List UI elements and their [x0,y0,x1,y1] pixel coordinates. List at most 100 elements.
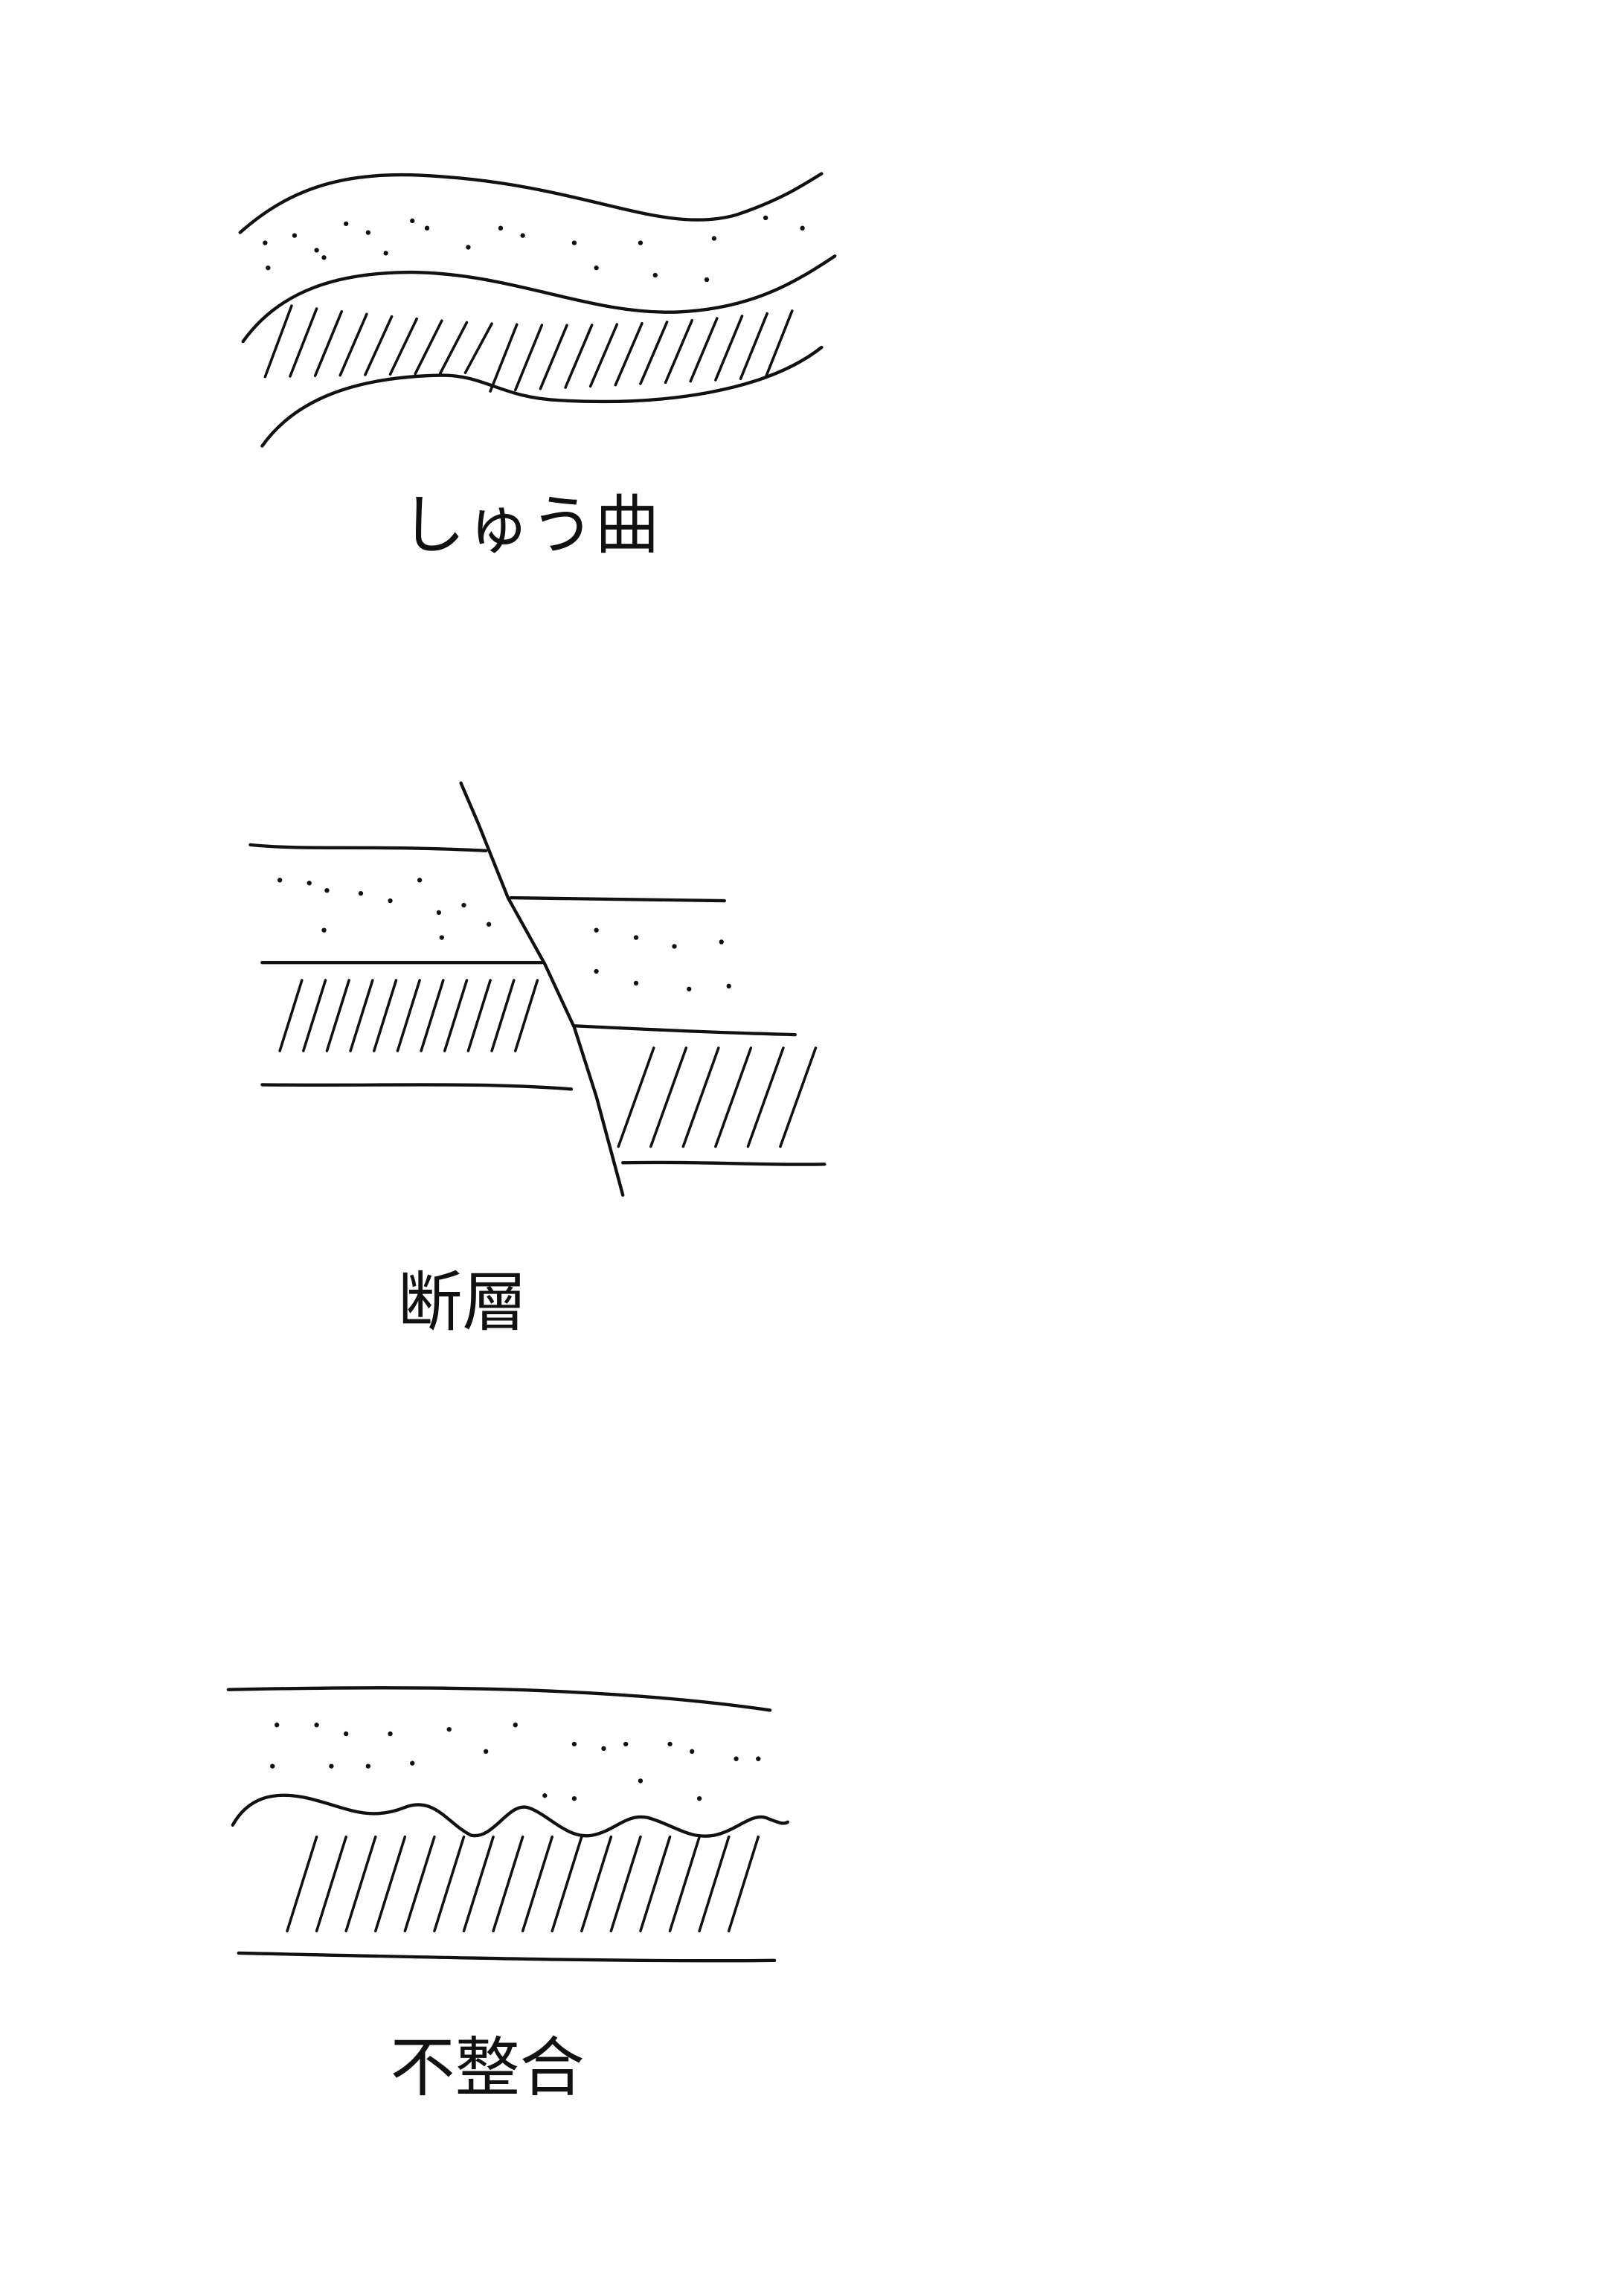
sand-dot [633,935,639,940]
sand-dot [410,1760,415,1766]
sand-dot [571,1741,577,1747]
hatch-line [714,315,744,382]
unconformity-label: 不整合 [391,2030,585,2106]
sand-dot [461,902,466,908]
sand-dot [358,890,364,896]
unconformity-top-boundary [226,1686,772,1712]
hatch-line [313,310,344,378]
fold-top-boundary [238,172,824,234]
sand-dot [719,939,724,945]
sand-dot [601,1746,606,1752]
unconformity-bottom-boundary [237,1951,777,1963]
mud-layer-hatching [263,304,794,393]
hatch-line [490,979,516,1052]
sand-dot [314,1723,319,1728]
hatch-line [580,1835,613,1933]
sand-dot [484,1749,489,1754]
sand-dot [690,1749,695,1754]
hatch-line [698,1835,731,1933]
mud-layer-hatching [278,979,818,1148]
sand-dot [424,225,430,231]
hatch-line [639,321,669,385]
fault-left-bottom-boundary [260,1083,574,1091]
sand-dot [263,240,268,245]
sand-dot [571,240,577,245]
sand-dot [486,922,492,927]
hatch-line [513,979,539,1052]
sand-dot [324,888,330,893]
hatch-line [289,307,318,378]
hatch-line [668,1835,701,1933]
unconformity-diagram: 不整合 [226,1686,790,2106]
sand-dot [756,1756,761,1761]
sand-dot [365,1763,371,1769]
hatch-line [714,1046,753,1148]
sand-dot [711,236,717,241]
sand-dot [633,980,639,986]
sand-dot [696,1795,702,1801]
fault-label: 断層 [397,1264,527,1340]
hatch-line [463,322,493,374]
hatch-line [433,1835,466,1933]
hatch-line [373,1835,407,1933]
sand-dot [542,1793,548,1798]
unconformity-erosion-surface [231,1793,790,1838]
sand-dot [652,272,658,278]
fold-middle-boundary [241,254,837,344]
hatch-line [403,1835,436,1933]
sand-dot [704,277,710,283]
hatch-line [727,1835,760,1933]
hatch-line [420,979,445,1052]
mud-layer-hatching [286,1835,760,1933]
sand-dot [638,1778,643,1784]
sand-layer-dots [277,878,731,991]
hatch-line [521,1835,554,1933]
sand-dot [292,233,298,238]
hatch-line [664,318,694,385]
sand-dot [383,251,388,256]
hatch-line [338,312,368,377]
fault-left-top-boundary [248,843,488,852]
sand-dot [571,1795,577,1801]
sand-dot [306,881,312,886]
hatch-line [609,1835,642,1933]
sand-dot [365,230,371,235]
sand-dot [446,1726,452,1732]
sand-dot [734,1756,739,1761]
sand-layer-dots [270,1723,761,1801]
sand-dot [314,248,319,253]
sand-dot [466,245,471,250]
hatch-line [564,324,594,389]
sand-dot [410,218,415,223]
hatch-line [462,1835,495,1933]
sand-dot [667,1741,673,1747]
fold-diagram: しゅう曲 [238,172,837,563]
hatch-line [349,979,374,1052]
sand-dot [672,944,677,949]
fault-diagram: 断層 [248,781,827,1340]
sand-dot [638,240,643,245]
hatch-line [513,324,544,392]
hatch-line [681,1046,720,1148]
sand-dot [520,233,525,238]
hatch-line [639,1835,672,1933]
sand-dot [436,910,442,916]
hatch-line [649,1046,688,1148]
sand-dot [277,878,283,883]
sand-dot [266,265,271,271]
hatch-line [551,1835,583,1933]
sand-dot [594,265,599,271]
fold-bottom-boundary [260,345,824,448]
hatch-line [439,321,469,375]
sand-dot [329,1763,334,1769]
hatch-line [344,1835,377,1933]
fault-right-middle-boundary [572,1024,797,1037]
sand-dot [687,986,692,991]
hatch-line [588,323,619,388]
hatch-line [614,322,643,387]
sand-dot [388,1731,393,1737]
sand-layer-dots [263,215,805,283]
sand-dot [594,968,599,974]
sand-dot [439,935,444,940]
